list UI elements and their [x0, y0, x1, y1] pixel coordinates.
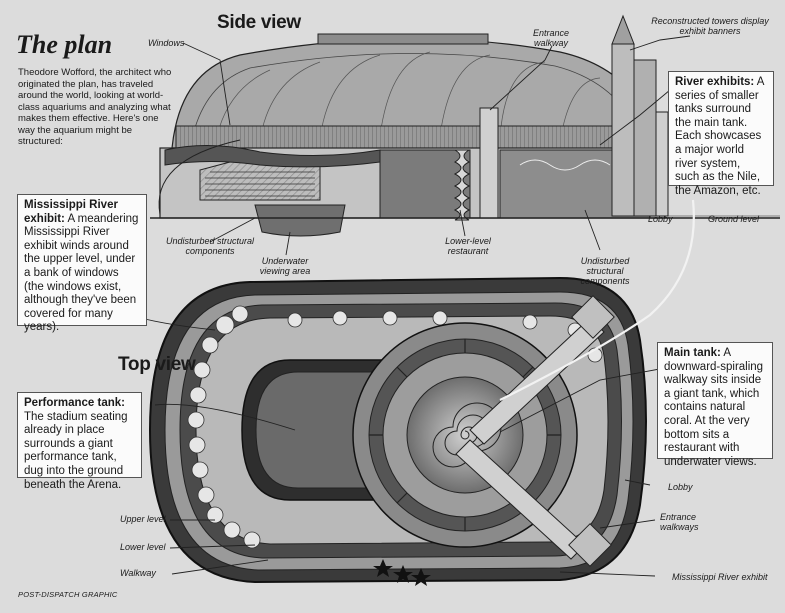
- entrance-walkway-tower: [479, 107, 499, 219]
- entrance-walkways-label: Entrance walkways: [660, 512, 699, 532]
- intro-text: Theodore Wofford, the architect who orig…: [18, 67, 172, 147]
- performance-tank-heading: Performance tank:: [24, 397, 125, 409]
- roof-ribs: [214, 51, 601, 146]
- side-view-title: Side view: [217, 12, 301, 33]
- mississippi-callout: Mississippi River exhibit: A meandering …: [17, 194, 147, 333]
- top-view-diagram: [148, 276, 647, 586]
- upper-level-label: Upper level: [120, 514, 166, 524]
- window-band: [175, 125, 657, 149]
- performance-tank-callout: Performance tank: The stadium seating al…: [17, 392, 142, 491]
- mississippi-text: A meandering Mississippi River exhibit w…: [24, 212, 139, 334]
- tower-right-1: [611, 43, 635, 217]
- main-tank-text: A downward-spiraling walkway sits inside…: [664, 347, 764, 468]
- underwater-viewing-label: Underwater viewing area: [259, 256, 311, 276]
- roof-ridge: [317, 33, 489, 45]
- main-tank-callout: Main tank: A downward-spiraling walkway …: [657, 342, 773, 468]
- entrance-walkway-lower: [455, 439, 586, 560]
- top-view-title: Top view: [118, 354, 196, 375]
- tree-clusters: [187, 305, 603, 549]
- stadium-seating: [199, 161, 321, 201]
- river-exhibits-heading: River exhibits:: [675, 76, 755, 88]
- river-exhibits-callout: River exhibits: A series of smaller tank…: [668, 71, 774, 197]
- coral-column: [453, 149, 471, 221]
- lower-level-label: Lower level: [120, 542, 166, 552]
- performance-tank-text: The stadium seating already in place sur…: [24, 410, 128, 491]
- structural-right-label: Undisturbed structural components: [580, 256, 630, 286]
- lobby-top-label: Lobby: [668, 482, 693, 492]
- walkway-label: Walkway: [120, 568, 156, 578]
- page-title: The plan: [16, 30, 113, 59]
- structural-left-label: Undisturbed structural components: [165, 236, 255, 256]
- star-plants: [373, 559, 431, 586]
- main-tank-side: [379, 149, 471, 219]
- mississippi-exhibit-label: Mississippi River exhibit: [672, 572, 768, 582]
- entrance-walkway-label: Entrance walkway: [532, 28, 570, 48]
- lobby-side-label: Lobby: [648, 214, 673, 224]
- mississippi-heading: Mississippi River exhibit:: [24, 199, 118, 225]
- river-exhibits-text: A series of smaller tanks surround the m…: [675, 76, 764, 197]
- lower-restaurant-label: Lower-level restaurant: [445, 236, 491, 256]
- towers-label: Reconstructed towers display exhibit ban…: [651, 16, 769, 36]
- performance-tank-side: [254, 204, 346, 237]
- graphic-credit: POST-DISPATCH GRAPHIC: [18, 590, 118, 599]
- windows-label: Windows: [148, 38, 185, 48]
- ground-level-label: Ground level: [708, 214, 760, 224]
- main-tank-heading: Main tank:: [664, 347, 721, 359]
